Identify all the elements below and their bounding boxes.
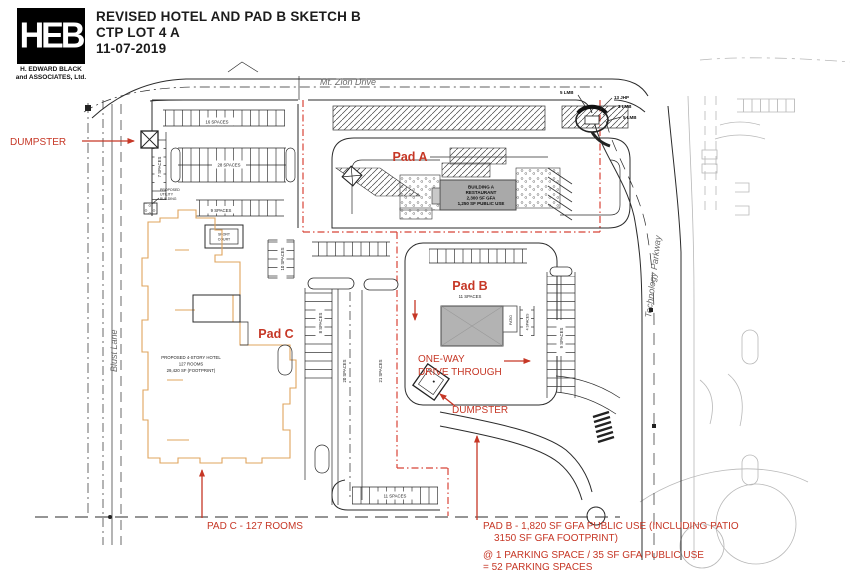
pad-b: Pad B 11 SPACES PATIO 4 SPACES 9 SPACES [404, 242, 576, 406]
label-utility-line3: BUILDING [160, 197, 177, 201]
dumpster-enclosure-nw [140, 130, 159, 149]
label-mid-col1-spaces: 10 SPACES [280, 247, 285, 270]
firm-logo: HEB [17, 8, 85, 64]
label-building-a-line4: 1,250 SF PUBLIC USE [458, 201, 505, 206]
label-building-a-line3: 2,300 SF GFA [467, 196, 497, 201]
central-parking: 10 SPACES 8 SPACES 20 SPACES 21 SPACES 1… [267, 239, 440, 511]
annotation-dumpster-pad-b: DUMPSTER [452, 405, 508, 416]
label-nw-row1-spaces: 16 SPACES [205, 120, 228, 125]
red-annotations: DUMPSTER ONE-WAY DRIVE THROUGH DUMPSTER … [10, 137, 739, 573]
road-label-technology-parkway: Technology Parkway [643, 234, 663, 318]
label-pad-b-side-spaces: 4 SPACES [526, 313, 530, 331]
firm-name-line1: H. EDWARD BLACK [20, 66, 82, 73]
label-patio: PATIO [509, 315, 513, 325]
label-planting-3: 3 LMB [618, 104, 632, 109]
road-label-mt-zion-drive: Mt. Zion Drive [320, 77, 376, 87]
label-utility-line2: UTILITY [160, 193, 174, 197]
dumpster-enclosure-pad-a [341, 165, 363, 187]
entry-planting-feature: 5 LMB 13 JHP 3 LMB 5 LMB [560, 90, 637, 148]
label-mid-col4-spaces: 21 SPACES [378, 359, 383, 382]
sheet-title-line2: CTP LOT 4 A [96, 25, 180, 40]
sheet-title-line1: REVISED HOTEL AND PAD B SKETCH B [96, 9, 361, 24]
sport-court: SPORT COURT [204, 224, 244, 249]
label-nw-row2-spaces: 28 SPACES [217, 163, 240, 168]
label-mid-col3-spaces: 20 SPACES [342, 359, 347, 382]
building-b: PATIO [440, 305, 518, 347]
label-hotel-line2: 127 ROOMS [179, 362, 204, 367]
label-building-a-line1: BUILDING A [468, 185, 495, 190]
roads: Mt. Zion Drive Blust Lane Technology Par… [35, 61, 682, 560]
title-block: HEB H. EDWARD BLACK and ASSOCIATES, Ltd.… [0, 0, 852, 90]
annotation-pad-c-note: PAD C - 127 ROOMS [207, 521, 303, 532]
label-hotel-line3: 29,420 SF (FOOTPRINT) [167, 368, 216, 373]
label-pad-b-east-spaces: 9 SPACES [559, 328, 564, 349]
label-building-a-line2: RESTAURANT [466, 190, 497, 195]
label-pad-a: Pad A [393, 150, 428, 164]
label-nw-row3-spaces: 9 SPACES [211, 208, 232, 213]
building-a: BUILDING A RESTAURANT 2,300 SF GFA 1,250… [431, 179, 517, 211]
label-south-row-spaces: 11 SPACES [384, 494, 407, 499]
label-pad-b-spaces: 11 SPACES [459, 294, 482, 299]
label-sport-court-line1: SPORT [218, 233, 231, 237]
utility-building: PROPOSED UTILITY BUILDING [143, 188, 180, 215]
label-planting-1: 5 LMB [560, 90, 574, 95]
northwest-parking-lot: 16 SPACES 28 SPACES 9 SPACES 7 SPACES PR… [140, 99, 299, 228]
sheet-title-line3: 11-07-2019 [96, 41, 167, 56]
label-nw-col-spaces: 7 SPACES [157, 157, 162, 178]
annotation-one-way-line2: DRIVE THROUGH [418, 367, 502, 378]
annotation-ratio-line1: @ 1 PARKING SPACE / 35 SF GFA PUBLIC USE [483, 550, 704, 561]
annotation-pad-b-note-line1: PAD B - 1,820 SF GFA PUBLIC USE (INCLUDI… [483, 521, 739, 532]
annotation-pad-b-note-line2: 3150 SF GFA FOOTPRINT) [494, 533, 618, 544]
annotation-one-way-line1: ONE-WAY [418, 354, 465, 365]
firm-name-line2: and ASSOCIATES, Ltd. [15, 73, 87, 81]
label-pad-c: Pad C [258, 327, 293, 341]
lease-lines [302, 100, 603, 516]
label-planting-2: 13 JHP [614, 95, 629, 100]
label-planting-4: 5 LMB [623, 115, 637, 120]
label-sport-court-line2: COURT [218, 238, 231, 242]
label-hotel-line1: PROPOSED 4-STORY HOTEL [161, 355, 221, 360]
firm-logo-monogram: HEB [19, 15, 86, 56]
dumpster-enclosure-pad-b [411, 362, 451, 402]
label-mid-col2-spaces: 8 SPACES [318, 313, 323, 334]
sheet-title: REVISED HOTEL AND PAD B SKETCH B CTP LOT… [96, 9, 361, 57]
context-linework [639, 57, 851, 569]
label-pad-b: Pad B [452, 279, 487, 293]
label-utility-line1: PROPOSED [160, 188, 180, 192]
parkway-crosswalk [592, 410, 615, 444]
annotation-dumpster-nw: DUMPSTER [10, 137, 66, 148]
firm-name: H. EDWARD BLACK and ASSOCIATES, Ltd. [8, 66, 94, 81]
road-label-blust-lane: Blust Lane [109, 329, 119, 372]
annotation-ratio-line2: = 52 PARKING SPACES [483, 562, 593, 573]
hotel-footprint: PROPOSED 4-STORY HOTEL 127 ROOMS 29,420 … [141, 209, 297, 464]
